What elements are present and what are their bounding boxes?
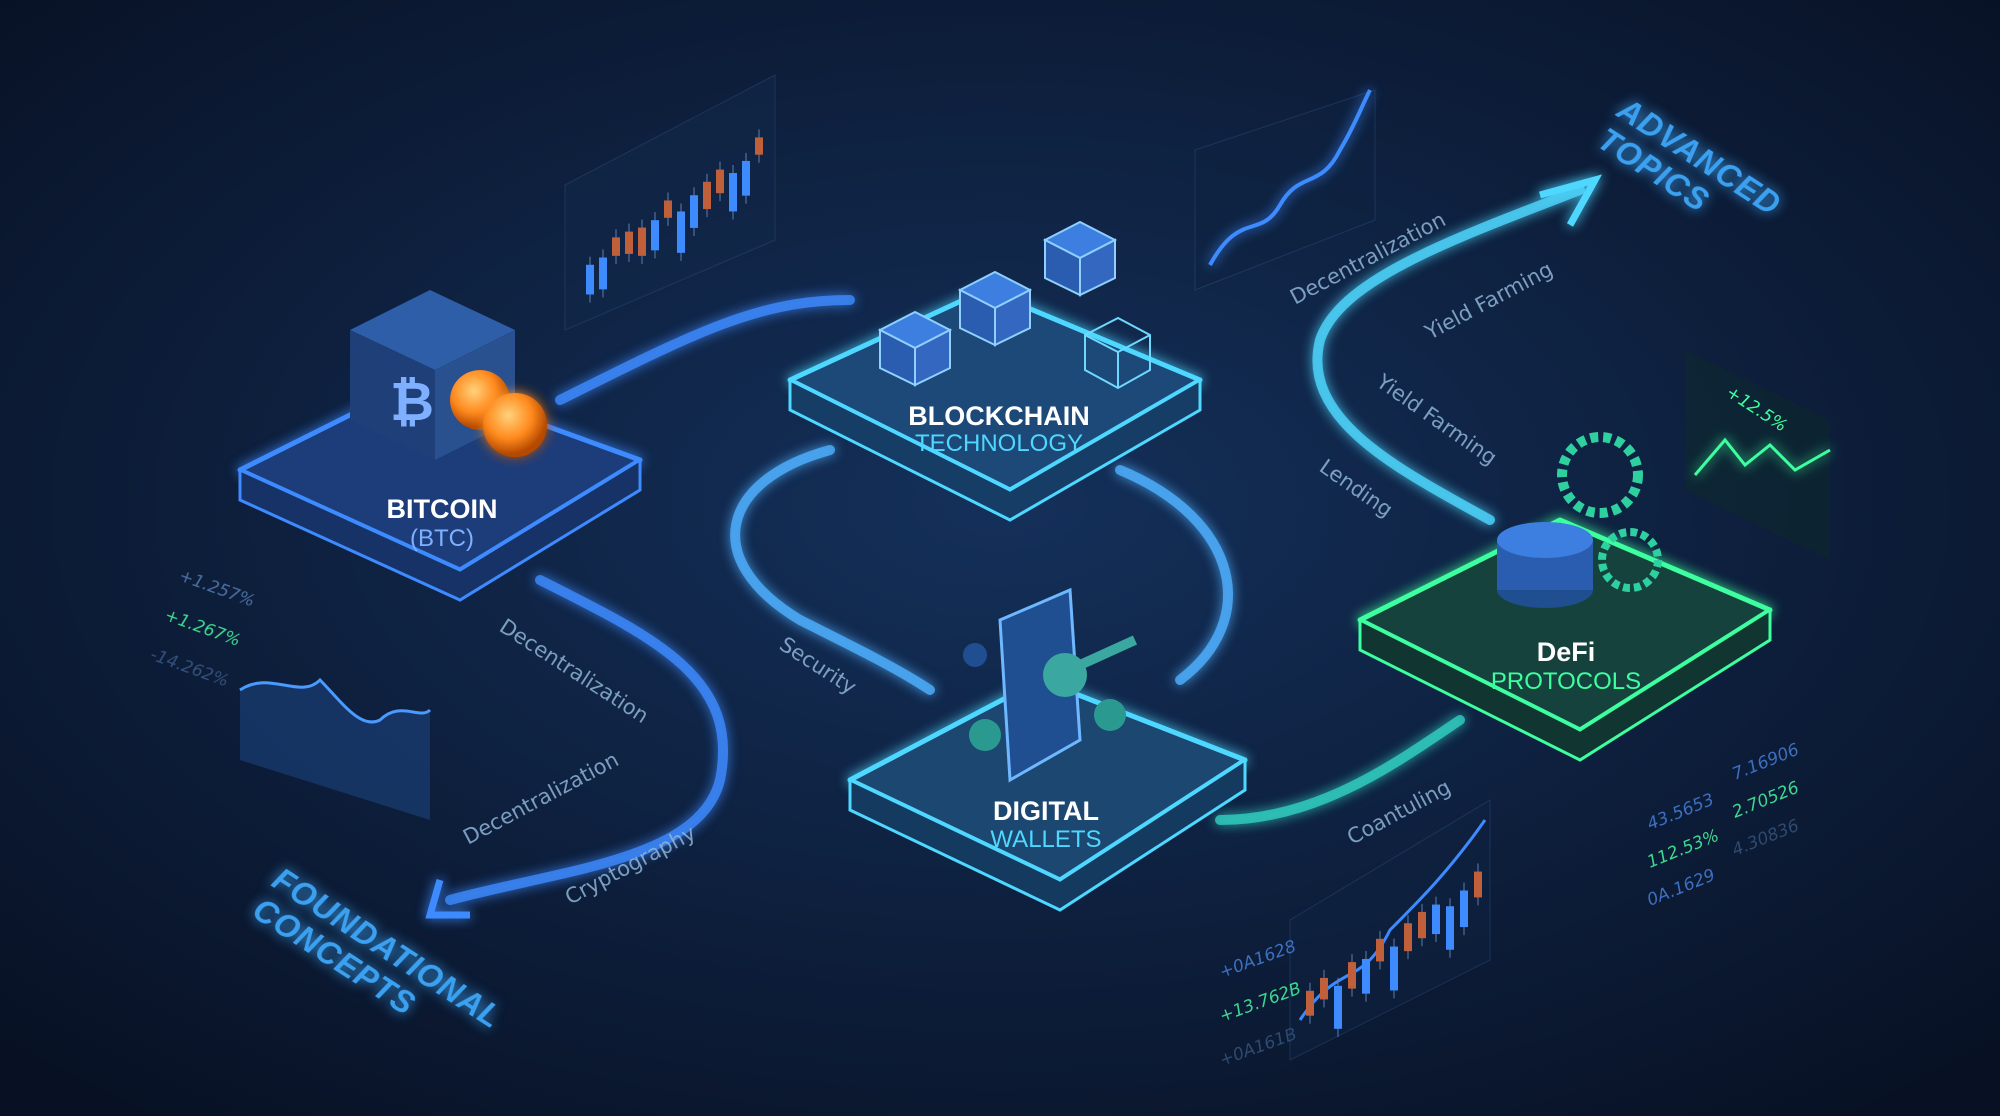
candle [1320, 977, 1328, 1000]
coin-orb-icon [483, 393, 547, 457]
candle [1376, 938, 1384, 962]
flow-paths [445, 185, 1585, 905]
node-title: DeFi [1537, 637, 1596, 667]
node-title: BITCOIN [387, 494, 498, 524]
area-chart-left [239, 677, 432, 820]
bitcoin-coin-icon [963, 643, 987, 667]
candle [638, 227, 646, 256]
candle [755, 137, 763, 155]
line-chart-top-right [1194, 89, 1376, 291]
arrow-advanced-icon [1539, 174, 1603, 227]
svg-text:₿: ₿ [390, 370, 434, 433]
node-title: BLOCKCHAIN [908, 401, 1090, 431]
path-btc-blockchain [555, 295, 855, 405]
candle [716, 169, 724, 194]
candle [1446, 906, 1454, 950]
candle [703, 181, 711, 210]
euro-coin-icon [1094, 699, 1126, 731]
candle [1334, 985, 1342, 1029]
path-btc-foundational [445, 575, 729, 905]
candlestick-chart-bottom [1289, 799, 1491, 1061]
chain-blocks-icon [877, 220, 1118, 387]
candle [1418, 911, 1426, 939]
candle [690, 195, 698, 228]
candle [1348, 962, 1356, 989]
candle [1306, 990, 1314, 1016]
candle [677, 211, 685, 253]
phone-wallet-icon [998, 587, 1082, 783]
node-subtitle: TECHNOLOGY [915, 430, 1083, 457]
candle [1460, 890, 1468, 928]
candle [1432, 904, 1440, 935]
node-defi[interactable]: DeFi PROTOCOLS [1357, 432, 1773, 762]
candle [1362, 958, 1370, 994]
candle [586, 264, 594, 295]
path-blockchain-wallets-left [730, 445, 935, 695]
node-digital-wallets[interactable]: DIGITAL WALLETS [847, 587, 1248, 912]
ethereum-gear-icon [1598, 528, 1662, 592]
node-blockchain[interactable]: BLOCKCHAIN TECHNOLOGY [787, 220, 1203, 522]
coin-stack-gear-icon [1497, 522, 1593, 608]
candle [729, 173, 737, 212]
candle [664, 200, 672, 218]
node-bitcoin[interactable]: ₿ BITCOIN (BTC) [237, 290, 643, 602]
candle [599, 257, 607, 290]
node-subtitle: PROTOCOLS [1491, 668, 1641, 695]
path-defi-advanced [1312, 185, 1585, 525]
candle [1404, 923, 1412, 952]
path-wallets-defi [1215, 715, 1465, 825]
arrow-foundational-icon [425, 879, 470, 919]
dollar-coin-icon [969, 719, 1001, 751]
candle [612, 237, 620, 256]
node-title: DIGITAL [993, 796, 1099, 826]
candle [1474, 871, 1482, 898]
candle [1390, 946, 1398, 991]
node-subtitle: (BTC) [410, 525, 474, 552]
candle [651, 220, 659, 251]
network-cube-icon [1084, 316, 1151, 390]
path-blockchain-wallets-right [1115, 465, 1233, 685]
candlestick-chart-top [564, 74, 776, 331]
candle [625, 231, 633, 254]
key-icon [1043, 635, 1138, 697]
gear-icon [1557, 432, 1643, 518]
node-subtitle: WALLETS [990, 826, 1101, 853]
candle [742, 160, 750, 196]
line-chart-defi [1685, 350, 1831, 560]
